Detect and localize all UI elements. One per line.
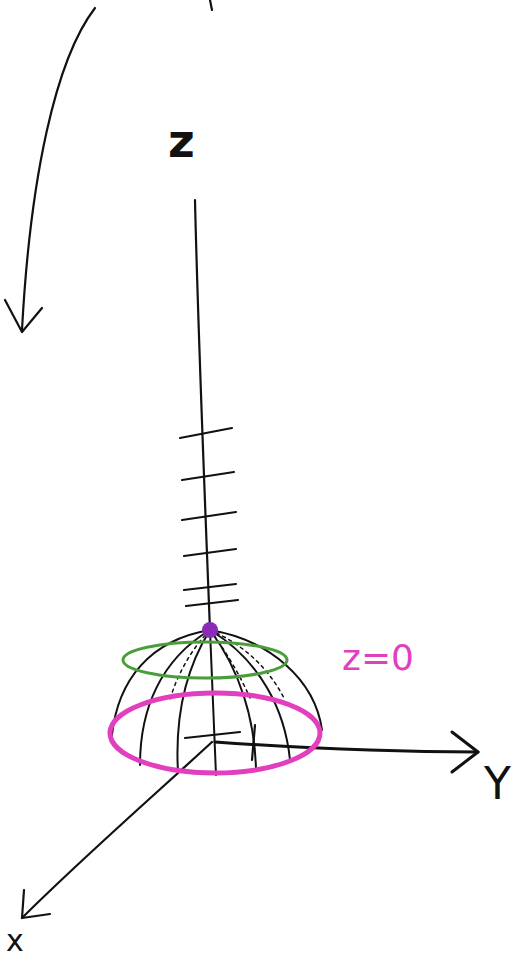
axis-label: Y <box>484 762 511 806</box>
x-arrowhead <box>22 890 50 918</box>
plane-label: z=0 <box>342 640 414 676</box>
axis-label: x <box>6 926 24 956</box>
stub-line <box>210 0 212 10</box>
curved-arrowhead <box>5 300 42 332</box>
y-arrowhead <box>452 732 478 772</box>
level-ring <box>123 642 287 678</box>
axis-cross <box>185 732 240 738</box>
axis-label: z <box>168 118 195 164</box>
z-axis <box>195 200 210 630</box>
base-ring <box>110 693 320 773</box>
tick-marks <box>180 428 238 606</box>
curved-arrow <box>22 8 95 330</box>
apex-dot <box>202 622 218 638</box>
x-axis <box>22 742 212 918</box>
